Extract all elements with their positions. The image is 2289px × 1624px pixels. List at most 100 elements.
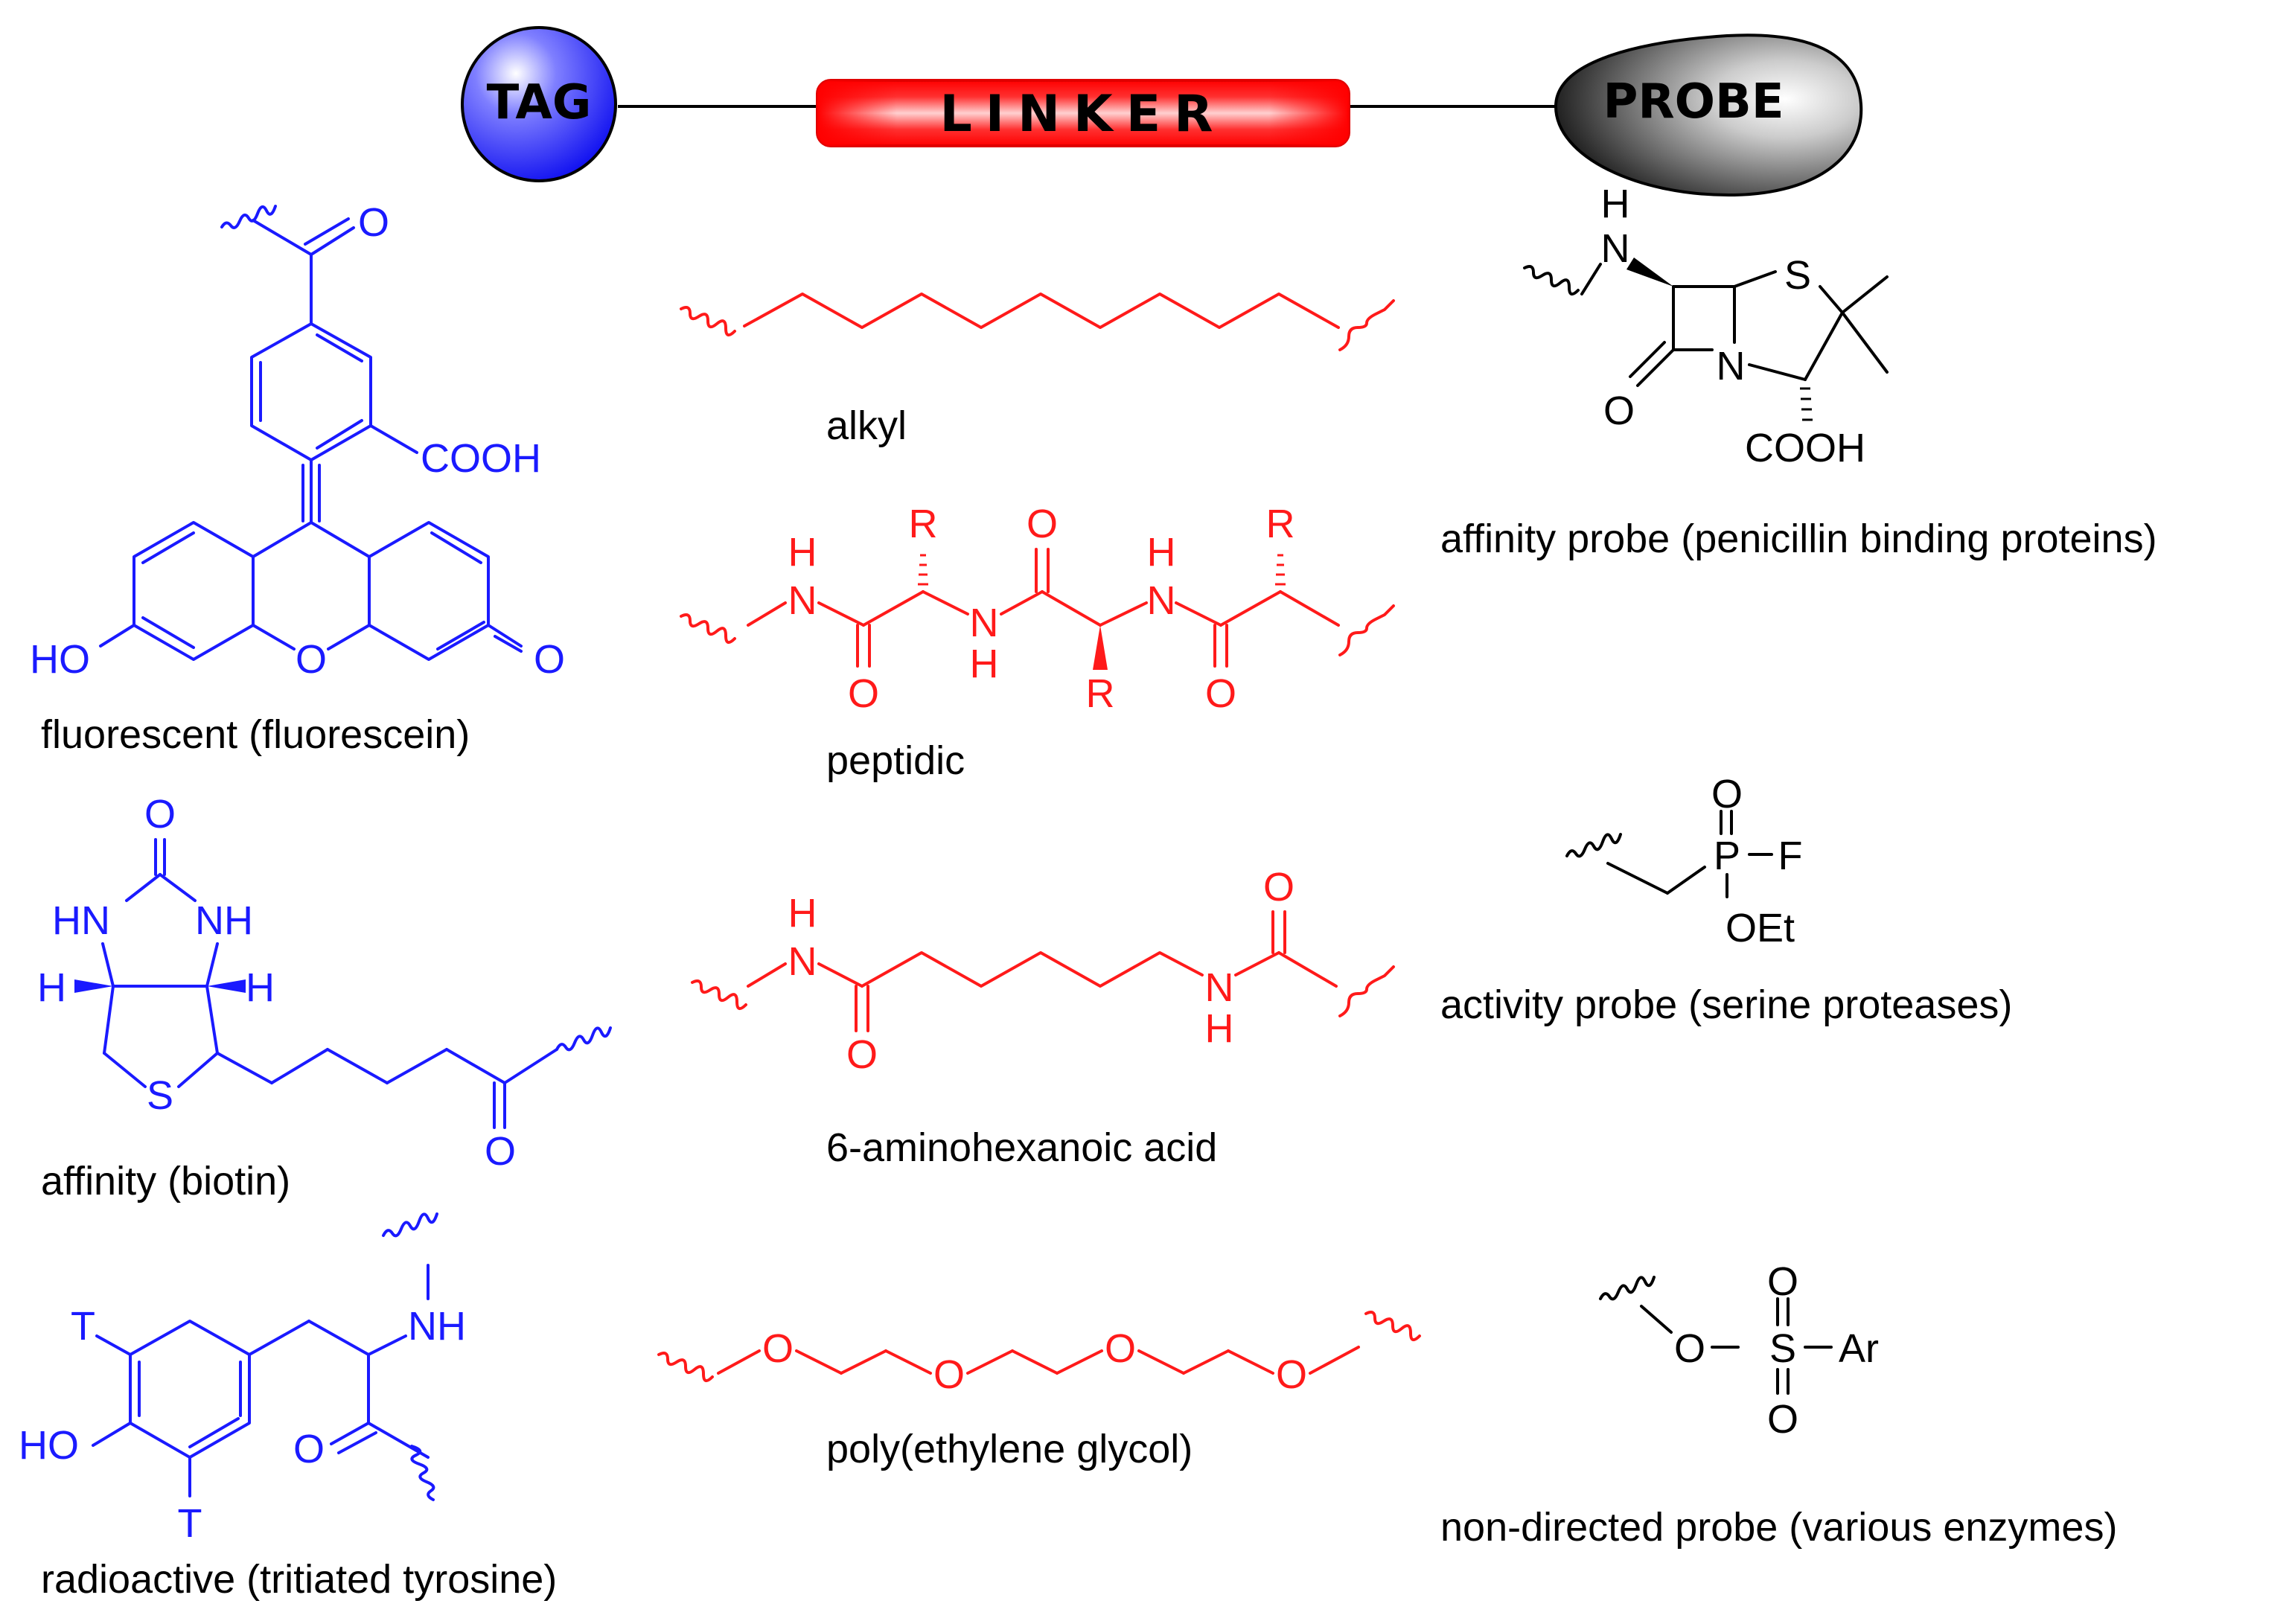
fluorescein-bonds <box>99 205 523 661</box>
atom-label: O <box>293 1427 325 1471</box>
linker-peptidic: H N R O H N R O N H R O peptidic <box>680 502 1395 783</box>
atom-label: H <box>246 965 275 1010</box>
atom-label: N <box>1601 226 1630 271</box>
atom-label: O <box>1603 389 1635 433</box>
atom-label: O <box>1767 1397 1798 1442</box>
linker-bar-shading <box>817 80 1349 146</box>
atom-label: NH <box>195 898 253 943</box>
fluorophosphonate-bonds <box>1565 810 1773 898</box>
linker-caption: poly(ethylene glycol) <box>826 1427 1193 1471</box>
probe-label: PROBE <box>1603 74 1784 130</box>
sulfonate-bonds <box>1599 1276 1833 1395</box>
tag-caption: fluorescent (fluorescein) <box>41 712 470 757</box>
atom-label: O <box>846 1032 878 1077</box>
tag-biotin: O HN NH H H S O affinity (biotin) <box>37 792 612 1203</box>
atom-label: O <box>358 200 389 245</box>
atom-label: H <box>1205 1006 1234 1051</box>
atom-label: O <box>1205 671 1236 716</box>
atom-label: O <box>1674 1326 1705 1371</box>
atom-label: COOH <box>421 436 541 481</box>
wavy-attachment <box>1565 833 1622 858</box>
atom-label: COOH <box>1745 426 1865 470</box>
atom-label: HN <box>52 898 110 943</box>
probe-penicillin: H N S N O COOH affinity probe (penicilli… <box>1440 182 2157 561</box>
linker-caption: peptidic <box>826 738 965 783</box>
atom-label: O <box>485 1129 516 1174</box>
atom-label: N <box>970 601 999 645</box>
linker-peg: O O O O poly(ethylene glycol) <box>657 1311 1421 1471</box>
alkyl-bonds <box>680 292 1395 351</box>
atom-label: O <box>1105 1326 1136 1371</box>
linker-alkyl: alkyl <box>680 292 1395 448</box>
wavy-attachment <box>382 1212 438 1238</box>
tag-tyrosine: T HO T NH O radioactive (tritiated tyros… <box>19 1212 557 1602</box>
atom-label: H <box>788 891 817 936</box>
probe-caption: non-directed probe (various enzymes) <box>1440 1505 2117 1550</box>
wavy-attachment <box>555 1026 612 1052</box>
wedge-bond <box>207 979 246 993</box>
atom-label: N <box>1147 578 1176 623</box>
peg-bonds <box>657 1311 1421 1383</box>
atom-label: O <box>1276 1352 1307 1397</box>
wedge-bond <box>1626 258 1673 287</box>
wavy-attachment <box>410 1445 435 1501</box>
wavy-attachment <box>1338 299 1395 351</box>
atom-label: O <box>848 671 879 716</box>
atom-label: H <box>37 965 66 1010</box>
tag-sphere <box>461 26 617 182</box>
atom-label: H <box>1147 530 1176 575</box>
atom-label: NH <box>408 1304 466 1349</box>
tag-caption: affinity (biotin) <box>41 1159 290 1203</box>
probe-shape <box>1554 33 1863 197</box>
atom-label: H <box>1601 182 1630 226</box>
wavy-attachment <box>680 306 736 337</box>
linker-label: LINKER <box>939 85 1226 144</box>
probe-sulfonate: O O S Ar O non-directed probe (various e… <box>1440 1259 2117 1550</box>
atom-label: N <box>788 578 817 623</box>
atom-label: O <box>762 1326 794 1371</box>
tag-fluorescein: O COOH HO O O fluorescent (fluorescein) <box>30 200 565 757</box>
atom-label: O <box>534 637 565 682</box>
atom-label: N <box>1717 344 1746 389</box>
wavy-attachment <box>680 613 736 645</box>
tag-label: TAG <box>487 75 592 130</box>
atom-label: O <box>1263 865 1294 909</box>
wavy-attachment <box>657 1352 714 1383</box>
atom-label: H <box>788 530 817 575</box>
hashed-bond <box>918 554 928 586</box>
atom-label: R <box>909 502 938 546</box>
atom-label: S <box>1784 253 1811 298</box>
atom-label: O <box>1711 772 1743 816</box>
linker-aminohexanoic: H N O O N H 6-aminohexanoic acid <box>691 865 1395 1170</box>
atom-label: O <box>144 792 176 837</box>
atom-label: N <box>788 939 817 984</box>
linker-caption: alkyl <box>826 403 907 448</box>
hashed-bond <box>1800 387 1813 421</box>
atom-label: R <box>1086 671 1115 716</box>
atom-label: N <box>1205 965 1234 1010</box>
wavy-attachment <box>1338 604 1395 656</box>
wavy-attachment <box>1523 265 1580 296</box>
linker-caption: 6-aminohexanoic acid <box>826 1125 1217 1170</box>
atom-label: T <box>178 1501 202 1546</box>
biotin-bonds <box>101 838 612 1129</box>
atom-label: H <box>970 642 999 686</box>
wavy-attachment <box>1338 965 1395 1017</box>
hashed-bond <box>1275 554 1286 586</box>
probe-caption: activity probe (serine proteases) <box>1440 982 2012 1027</box>
atom-label: T <box>71 1304 95 1349</box>
atom-label: O <box>296 637 327 682</box>
wavy-attachment <box>691 979 747 1011</box>
atom-label: F <box>1778 834 1803 878</box>
atom-label: S <box>147 1073 173 1118</box>
atom-label: O <box>1027 502 1058 546</box>
atom-label: Ar <box>1839 1326 1879 1371</box>
aminohexanoic-bonds <box>691 910 1395 1032</box>
atom-label: S <box>1769 1326 1796 1371</box>
wavy-attachment <box>1599 1276 1656 1301</box>
atom-label: P <box>1714 834 1740 878</box>
wedge-bond <box>74 979 113 993</box>
peptidic-bonds <box>680 548 1395 668</box>
tyrosine-bonds <box>92 1212 438 1501</box>
